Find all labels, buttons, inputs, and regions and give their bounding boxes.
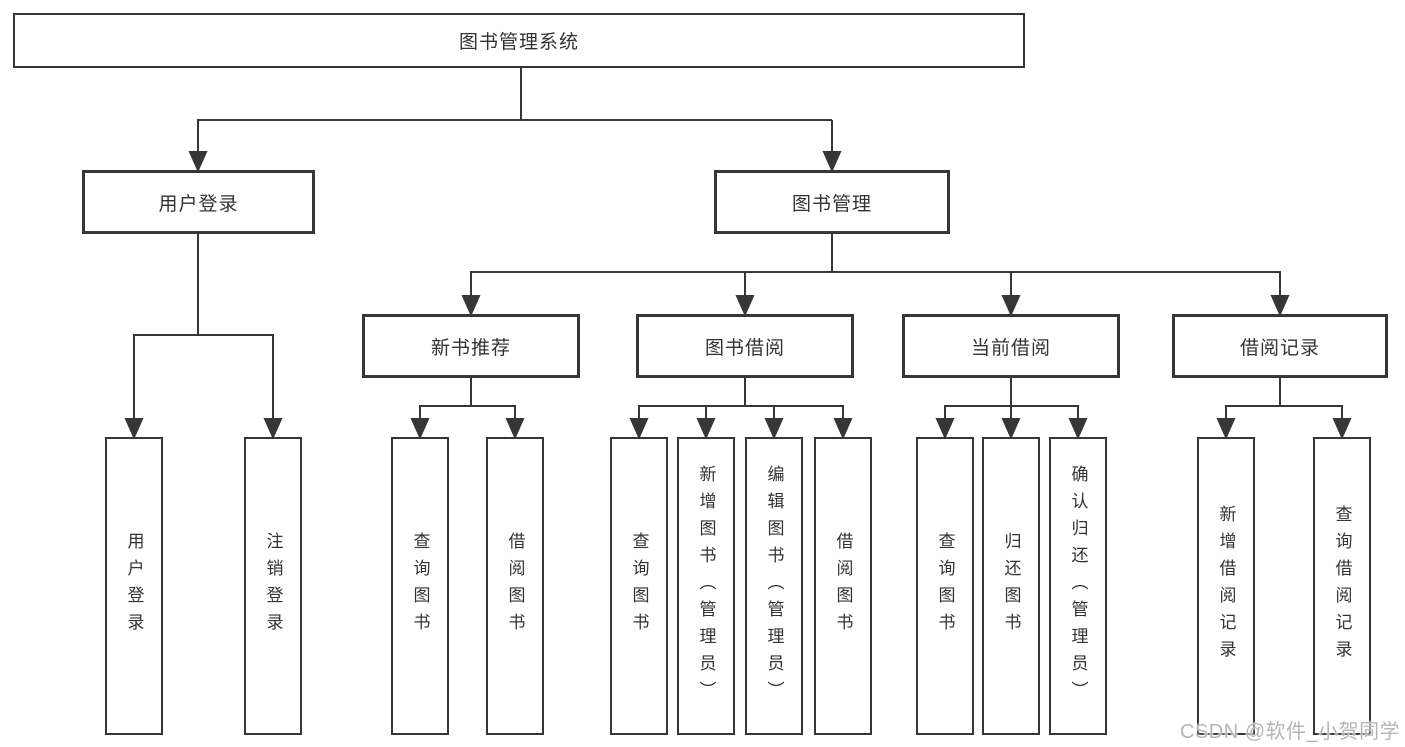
leaf-add-borrow-record-label: 新增借阅记录 (1216, 505, 1236, 667)
node-book-management: 图书管理 (714, 170, 950, 234)
node-book-borrow-label: 图书借阅 (704, 337, 785, 359)
leaf-confirm-return-admin: 确认归还（管理员） (1049, 437, 1107, 735)
leaf-query-books-borrow: 查询图书 (610, 437, 668, 735)
node-borrow-records: 借阅记录 (1172, 314, 1388, 378)
leaf-user-login-label: 用户登录 (124, 532, 144, 640)
connector-book-management-branch (461, 234, 1290, 317)
node-new-book-recommend: 新书推荐 (362, 314, 580, 378)
connector-new-book-recommend-branch (410, 378, 525, 440)
leaf-query-books-borrow-label: 查询图书 (629, 532, 649, 640)
connector-current-borrow-branch (935, 378, 1088, 440)
leaf-return-book-label: 归还图书 (1001, 532, 1021, 640)
node-current-borrow: 当前借阅 (902, 314, 1120, 378)
leaf-user-login: 用户登录 (105, 437, 163, 735)
node-book-management-label: 图书管理 (791, 193, 872, 215)
connector-root-to-level1 (188, 67, 842, 173)
leaf-query-borrow-record: 查询借阅记录 (1313, 437, 1371, 735)
node-root: 图书管理系统 (13, 13, 1025, 68)
connector-book-borrow-branch (629, 378, 853, 440)
leaf-query-books-recommend-label: 查询图书 (410, 532, 430, 640)
node-user-login-label: 用户登录 (158, 193, 239, 215)
node-current-borrow-label: 当前借阅 (970, 337, 1051, 359)
leaf-logout: 注销登录 (244, 437, 302, 735)
leaf-edit-book-admin: 编辑图书（管理员） (745, 437, 803, 735)
csdn-watermark: CSDN @软件_小贺同学 (1180, 721, 1401, 743)
node-user-login: 用户登录 (82, 170, 315, 234)
leaf-add-book-admin-label: 新增图书（管理员） (696, 464, 716, 708)
leaf-add-book-admin: 新增图书（管理员） (677, 437, 735, 735)
node-borrow-records-label: 借阅记录 (1239, 337, 1320, 359)
leaf-borrow-books-recommend-label: 借阅图书 (505, 532, 525, 640)
connector-user-login-branch (124, 234, 283, 440)
leaf-return-book: 归还图书 (982, 437, 1040, 735)
node-book-borrow: 图书借阅 (636, 314, 854, 378)
leaf-query-borrow-record-label: 查询借阅记录 (1332, 505, 1352, 667)
leaf-edit-book-admin-label: 编辑图书（管理员） (764, 464, 784, 708)
connector-borrow-records-branch (1216, 378, 1352, 440)
node-new-book-recommend-label: 新书推荐 (430, 337, 511, 359)
leaf-confirm-return-admin-label: 确认归还（管理员） (1068, 464, 1088, 708)
leaf-borrow-books-recommend: 借阅图书 (486, 437, 544, 735)
node-root-label: 图书管理系统 (458, 32, 579, 53)
leaf-query-books-recommend: 查询图书 (391, 437, 449, 735)
leaf-add-borrow-record: 新增借阅记录 (1197, 437, 1255, 735)
leaf-logout-label: 注销登录 (263, 532, 283, 640)
leaf-query-books-current-label: 查询图书 (935, 532, 955, 640)
leaf-query-books-current: 查询图书 (916, 437, 974, 735)
leaf-borrow-books-2: 借阅图书 (814, 437, 872, 735)
leaf-borrow-books-2-label: 借阅图书 (833, 532, 853, 640)
